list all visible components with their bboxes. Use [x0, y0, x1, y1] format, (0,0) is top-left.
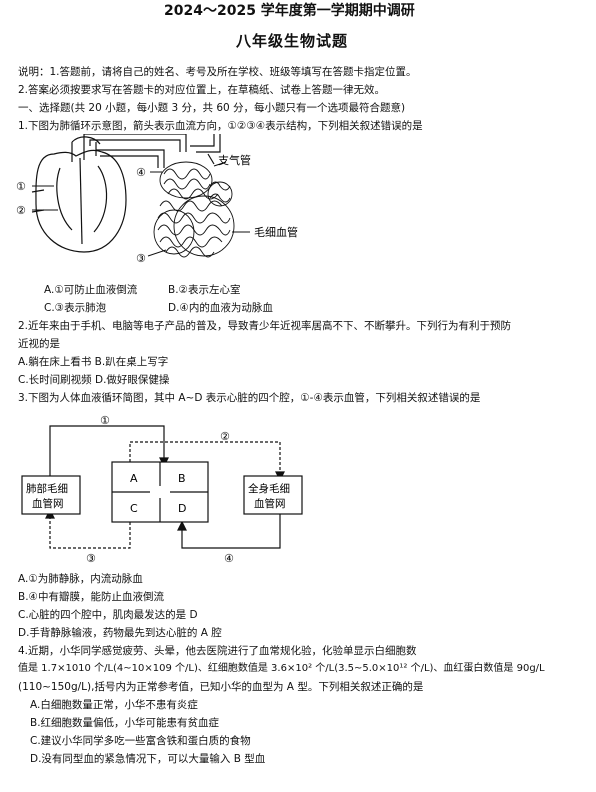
diagram1-label-capillary: 毛细血管: [254, 225, 298, 239]
diagram1-label-2: ②: [16, 204, 26, 217]
question-4-option-c: C.建议小华同学多吃一些富含铁和蛋白质的食物: [30, 735, 251, 747]
body-box-line-2: 血管网: [254, 497, 286, 510]
question-1-option-b: B.②表示左心室: [168, 284, 241, 296]
question-2-options-cd: C.长时间刷视频 D.做好眼保健操: [18, 374, 170, 386]
instruction-line-1: 说明：1.答题前，请将自己的姓名、考号及所在学校、班级等填写在答题卡指定位置。: [18, 66, 417, 78]
vessel-label-1: ①: [100, 414, 110, 427]
section-heading: 一、选择题(共 20 小题，每小题 3 分，共 60 分，每小题只有一个选项最符…: [18, 102, 406, 114]
instruction-line-2: 2.答案必须按要求写在答题卡的对应位置上，在草稿纸、试卷上答题一律无效。: [18, 84, 386, 96]
vessel-label-2: ②: [220, 430, 230, 443]
exam-subtitle: 八年级生物试题: [236, 32, 349, 50]
lung-box-line-1: 肺部毛细: [26, 482, 68, 495]
lung-box-line-2: 血管网: [32, 497, 64, 510]
pulmonary-circulation-diagram: ① ② ④ ③ 支气管 毛细血管: [16, 134, 298, 265]
heart-drawing: [31, 136, 127, 253]
question-1-stem: 1.下图为肺循环示意图，箭头表示血流方向，①②③④表示结构，下列相关叙述错误的是: [18, 120, 423, 132]
diagram1-label-3: ③: [136, 252, 146, 265]
question-1-option-a: A.①可防止血液倒流: [44, 284, 138, 296]
question-3-stem: 3.下图为人体血液循环简图，其中 A~D 表示心脏的四个腔，①-④表示血管，下列…: [18, 392, 481, 404]
diagram1-label-trachea: 支气管: [218, 153, 251, 167]
vessel-label-4: ④: [224, 552, 234, 565]
question-4-stem-3: (110~150g/L),括号内为正常参考值，已知小华的血型为 A 型。下列相关…: [18, 681, 424, 693]
diagram1-label-4: ④: [136, 166, 146, 179]
question-4-option-a: A.白细胞数量正常，小华不患有炎症: [30, 699, 198, 711]
question-4-stem-1: 4.近期，小华同学感觉疲劳、头晕，他去医院进行了血常规化验，化验单显示白细胞数: [18, 645, 417, 657]
question-4-option-d: D.没有同型血的紧急情况下，可以大量输入 B 型血: [30, 753, 266, 765]
capillary-cluster: [153, 161, 235, 258]
label-leaders: [32, 161, 250, 257]
lung-capillary-box: [21, 475, 81, 515]
question-1-option-c: C.③表示肺泡: [44, 302, 107, 314]
question-4-option-b: B.红细胞数量偏低，小华可能患有贫血症: [30, 717, 220, 729]
chamber-a: A: [130, 472, 138, 485]
question-2-stem-1: 2.近年来由于手机、电脑等电子产品的普及，导致青少年近视率居高不下、不断攀升。下…: [18, 320, 512, 332]
question-2-options-ab: A.躺在床上看书 B.趴在桌上写字: [18, 356, 169, 368]
blood-circulation-diagram: 肺部毛细 血管网 全身毛细 血管网 A B C D ① ② ③ ④: [21, 414, 303, 565]
diagram1-label-1: ①: [16, 180, 26, 193]
question-2-stem-2: 近视的是: [18, 338, 60, 350]
question-3-option-c: C.心脏的四个腔中，肌肉最发达的是 D: [18, 609, 198, 621]
question-3-option-d: D.手背静脉输液，药物最先到达心脏的 A 腔: [18, 627, 222, 639]
question-3-option-b: B.④中有瓣膜，能防止血液倒流: [18, 591, 164, 603]
chamber-c: C: [130, 502, 138, 515]
question-3-option-a: A.①为肺静脉，内流动脉血: [18, 573, 143, 585]
body-box-line-1: 全身毛细: [248, 482, 290, 495]
vessel-4-path: [177, 514, 281, 549]
chamber-b: B: [178, 472, 186, 485]
body-capillary-box: [243, 475, 303, 515]
chamber-d: D: [178, 502, 186, 515]
question-4-stem-2: 值是 1.7×1010 个/L(4~10×109 个/L)、红细胞数值是 3.6…: [18, 663, 545, 674]
exam-title: 2024～2025 学年度第一学期期中调研: [164, 3, 415, 19]
question-1-option-d: D.④内的血液为动脉血: [168, 302, 273, 314]
vessel-label-3: ③: [86, 552, 96, 565]
pulmonary-vessels: [83, 134, 221, 168]
